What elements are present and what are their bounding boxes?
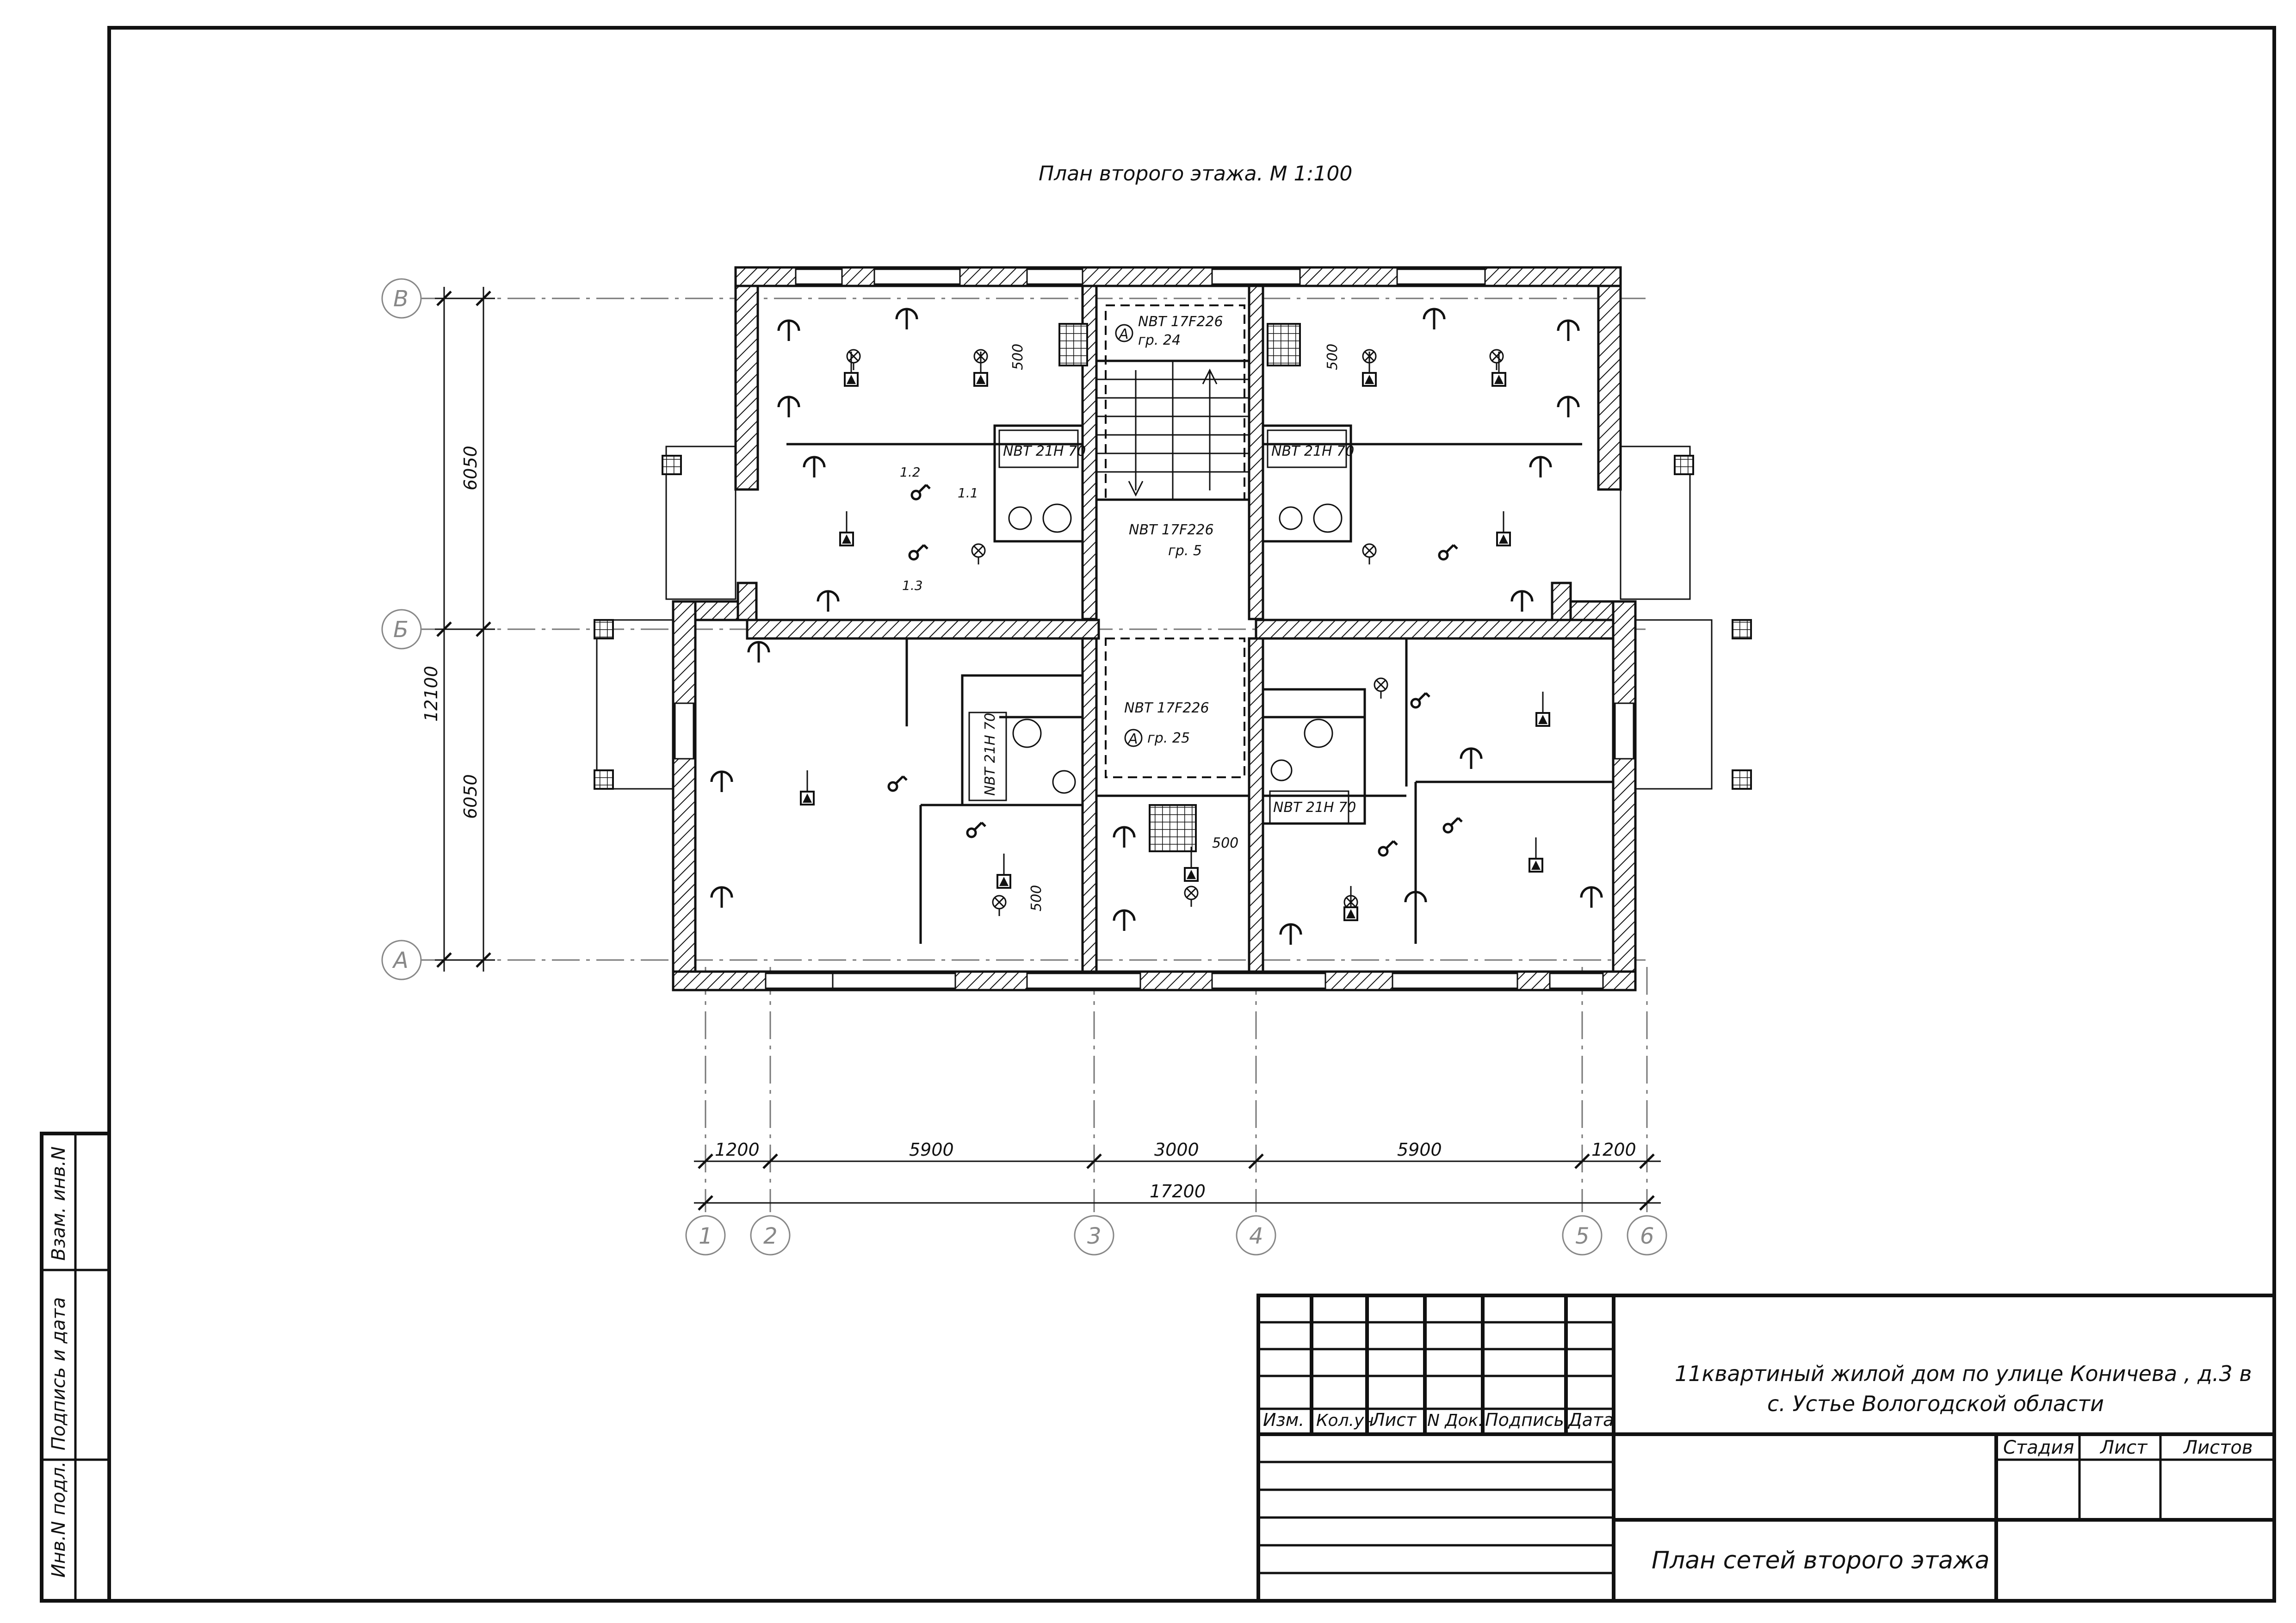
balconies [594, 446, 1752, 790]
stamp-inv: Инв.N подл. [48, 1461, 69, 1578]
circuit-1-2: 1.2 [900, 465, 921, 480]
tb-header-podpis: Подпись [1485, 1410, 1564, 1430]
tb-header-ndok: N Док. [1427, 1411, 1484, 1430]
outer-frame [107, 26, 2276, 1603]
panel-label-1: A NBT 17F226 гр. 24 [1115, 314, 1223, 348]
panel-name-2: NBT 17F226 [1129, 522, 1214, 538]
floor-plan: A NBT 17F226 гр. 24 NBT 17F226 гр. 5 A N… [594, 266, 1752, 991]
dim-h-4: 5900 [1397, 1140, 1442, 1160]
panel-enclosures [1105, 304, 1245, 778]
unit-label-3: NBT 21H 70 [982, 713, 998, 796]
tb-stage: Стадия [2003, 1437, 2074, 1458]
panel-name-1: NBT 17F226 [1138, 314, 1223, 330]
row-axis-bubbles: В Б А [381, 278, 422, 980]
axis-5: 5 [1575, 1223, 1590, 1249]
grid-axes [419, 297, 1648, 1212]
interior-walls [746, 285, 1615, 973]
axis-3: 3 [1087, 1223, 1102, 1249]
tb-header-data: Дата [1567, 1410, 1614, 1430]
height-mark-3: 500 [1028, 885, 1045, 911]
unit-label-2: NBT 21H 70 [1271, 443, 1354, 459]
axis-4: 4 [1249, 1223, 1263, 1249]
panel-marker-1: A [1118, 326, 1129, 342]
staircase [1058, 323, 1301, 852]
dim-total: 17200 [1150, 1181, 1206, 1202]
dim-v-top: 6050 [460, 446, 481, 490]
title-block: Изм. Кол.уч Лист N Док. Подпись Дата 11к… [1256, 1294, 2276, 1603]
dim-h-1: 1200 [715, 1140, 760, 1160]
panel-name-3: NBT 17F226 [1124, 700, 1209, 716]
tb-project-line1: 11квартиный жилой дом по улице Коничева … [1675, 1361, 2252, 1386]
bathrooms [961, 424, 1366, 825]
column-axis-bubbles: 1 2 3 4 5 6 [685, 1215, 1667, 1256]
tb-sheets: Листов [2183, 1437, 2253, 1458]
axis-A: А [392, 948, 408, 973]
axis-B: Б [393, 617, 408, 643]
axis-2: 2 [763, 1223, 778, 1249]
panel-group-3: гр. 25 [1147, 730, 1190, 746]
vertical-dimensions: 6050 12100 6050 [421, 287, 495, 972]
left-stamp: Взам. инв.N Подпись и дата Инв.N подл. [40, 1132, 111, 1603]
windows [674, 268, 1634, 989]
height-mark-1: 500 [1010, 344, 1026, 370]
dim-v-total: 12100 [421, 666, 441, 722]
circuit-1-1: 1.1 [958, 485, 978, 501]
dim-h-5: 1200 [1591, 1140, 1636, 1160]
tb-header-izm: Изм. [1263, 1410, 1304, 1430]
stamp-vzam: Взам. инв.N [48, 1146, 69, 1261]
unit-label-1: NBT 21H 70 [1003, 443, 1086, 459]
dim-v-bottom: 6050 [460, 774, 481, 819]
panel-group-1: гр. 24 [1138, 332, 1181, 348]
axis-6: 6 [1640, 1223, 1654, 1249]
panel-marker-3: A [1127, 731, 1138, 747]
axis-V: В [393, 286, 408, 312]
panel-label-2: NBT 17F226 гр. 5 [1129, 522, 1214, 559]
tb-sheet-title: План сетей второго этажа [1652, 1547, 1990, 1574]
unit-label-4: NBT 21H 70 [1273, 799, 1356, 816]
panel-label-3: A NBT 17F226 гр. 25 [1124, 700, 1209, 747]
circuit-1-3: 1.3 [902, 578, 923, 593]
tb-header-list: Лист [1371, 1410, 1417, 1430]
height-mark-4: 500 [1212, 835, 1238, 851]
tb-project-line2: с. Устье Вологодской области [1767, 1391, 2104, 1416]
plan-title: План второго этажа. М 1:100 [1039, 162, 1352, 186]
tb-sheet: Лист [2099, 1437, 2148, 1458]
height-mark-2: 500 [1324, 344, 1341, 370]
dim-h-3: 3000 [1154, 1140, 1199, 1160]
panel-group-2: гр. 5 [1168, 543, 1202, 559]
stamp-podpis: Подпись и дата [48, 1297, 69, 1450]
tb-header-kol: Кол.уч [1316, 1411, 1374, 1430]
dim-h-2: 5900 [909, 1140, 954, 1160]
horizontal-dimensions: 1200 5900 3000 5900 1200 17200 [694, 1140, 1661, 1211]
axis-1: 1 [699, 1223, 713, 1249]
